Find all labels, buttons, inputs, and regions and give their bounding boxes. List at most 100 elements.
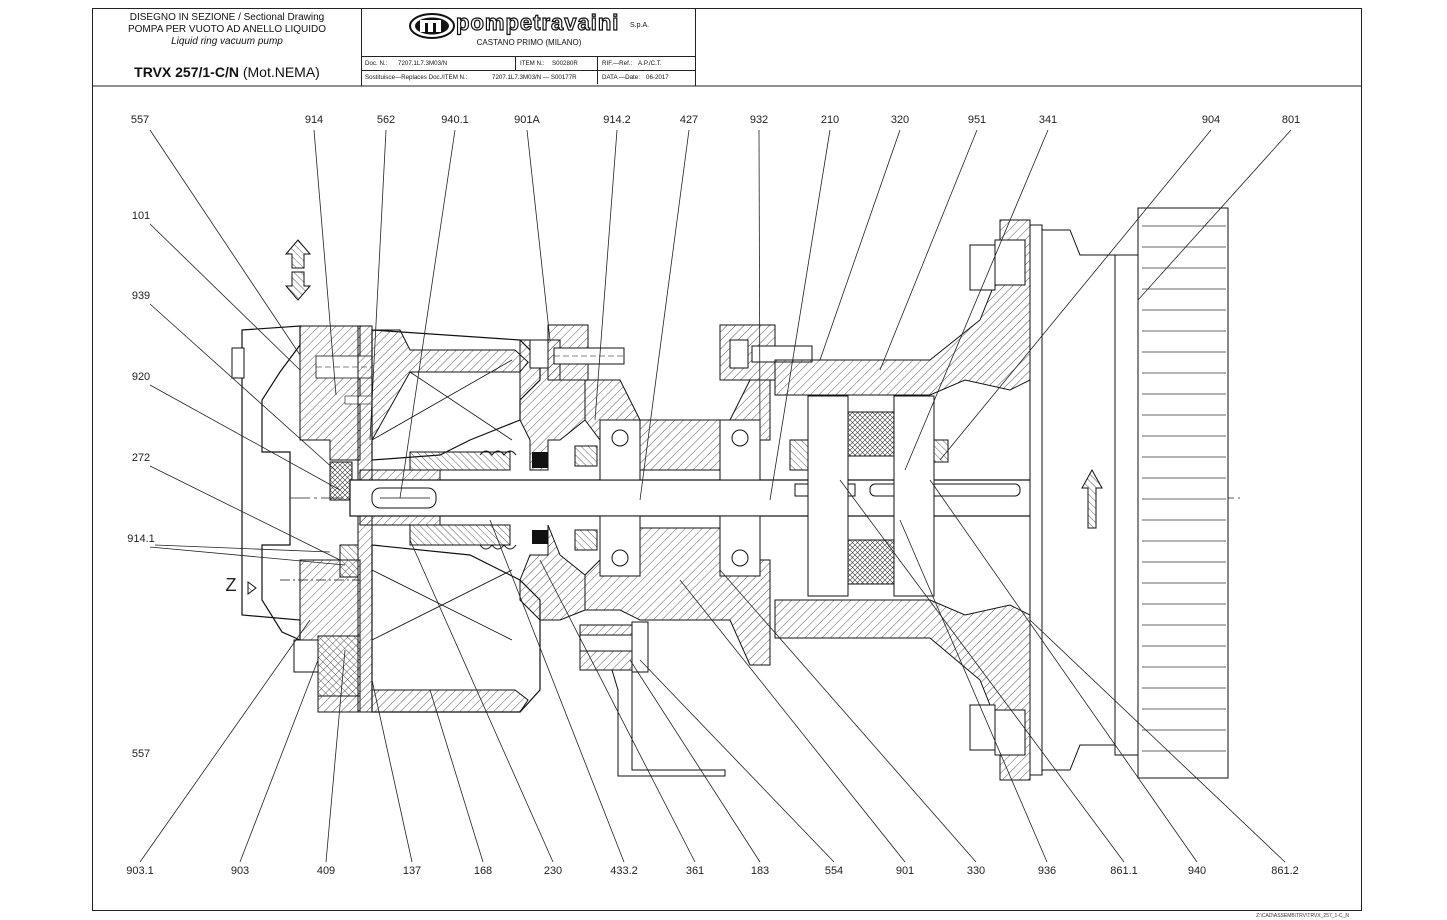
leader-line [939, 129, 1212, 461]
motor [1029, 207, 1229, 779]
leader-line [149, 546, 346, 566]
leader-line [839, 479, 1125, 863]
leader-line [325, 649, 346, 863]
motor-adapter [774, 219, 1031, 781]
callout-number: 861.2 [1271, 865, 1299, 877]
callout-number: 557 [131, 748, 151, 760]
callout-number: 903 [230, 865, 250, 877]
doc-label: Doc. N.: [365, 60, 388, 67]
motor-cooling-fins [1142, 225, 1226, 752]
leader-line [1029, 619, 1286, 863]
leader-line [819, 129, 901, 361]
callout-number: 427 [679, 114, 699, 126]
view-z-label: Z [225, 575, 237, 595]
leader-line [429, 689, 484, 863]
leader-line [149, 384, 341, 491]
callout-number: 914 [304, 114, 324, 126]
callout-number: 210 [820, 114, 840, 126]
item-value: S00280R [552, 60, 578, 67]
leader-line [371, 679, 413, 863]
callout-number: 230 [543, 865, 563, 877]
leader-line [139, 619, 311, 863]
leader-line [526, 129, 551, 341]
leader-line [769, 129, 831, 501]
ref-label: RIF.—Ref.: [602, 60, 633, 67]
pump-type-english: Liquid ring vacuum pump [171, 36, 283, 47]
callout-number: 903.1 [126, 865, 154, 877]
date-label: DATA —Date: [602, 74, 640, 81]
leader-line [399, 129, 456, 499]
replaces-row: Sostituisce—Replaces Doc./ITEM N.: 7207.… [362, 70, 696, 85]
leader-line [409, 539, 554, 863]
callout-number: 137 [402, 865, 422, 877]
leader-line [629, 659, 761, 863]
callout-number: 951 [967, 114, 987, 126]
callout-number: 914.1 [127, 533, 155, 545]
leader-line [904, 129, 1049, 471]
callout-number: 341 [1038, 114, 1058, 126]
callout-number: 936 [1037, 865, 1057, 877]
leader-line [594, 129, 618, 421]
drawing-sheet-border [92, 8, 1362, 911]
leader-line [489, 519, 625, 863]
title-block-company: pompetravaini S.p.A. CASTANO PRIMO (MILA… [362, 8, 696, 86]
callout-number: 433.2 [610, 865, 638, 877]
footer-file-path: Z:\CAD\ASSEMB\TRV\TRVX_257_1-C_N [1256, 913, 1349, 919]
callout-number: 904 [1201, 114, 1221, 126]
grid-divider [597, 56, 598, 84]
callout-number: 554 [824, 865, 844, 877]
replaces-value: 7207.1L7.3M03/N — S00177R [492, 74, 577, 81]
replaces-label: Sostituisce—Replaces Doc./ITEM N.: [365, 74, 468, 81]
callout-number: 801 [1281, 114, 1301, 126]
leader-line [149, 223, 301, 371]
title-block: DISEGNO IN SEZIONE / Sectional Drawing P… [92, 8, 696, 86]
leader-line [639, 659, 835, 863]
callout-leaders [139, 129, 1292, 863]
shaft [349, 479, 1041, 517]
leader-line [1137, 129, 1292, 301]
pump-head [231, 325, 407, 713]
callout-number: 940.1 [441, 114, 469, 126]
callout-number: 939 [131, 290, 151, 302]
brand-name: pompetravaini [455, 9, 620, 35]
drawing-type: DISEGNO IN SEZIONE / Sectional Drawing [129, 12, 325, 23]
callout-number: 932 [749, 114, 769, 126]
brand-suffix: S.p.A. [630, 22, 650, 29]
leader-line [639, 129, 690, 501]
pump-type-italian: POMPA PER VUOTO AD ANELLO LIQUIDO [127, 24, 327, 35]
leader-line [239, 659, 319, 863]
company-city: CASTANO PRIMO (MILANO) [476, 38, 582, 47]
callout-number: 557 [130, 114, 150, 126]
callout-number: 901 [895, 865, 915, 877]
callout-number: 183 [750, 865, 770, 877]
callout-number: 920 [131, 371, 151, 383]
callout-number: 101 [131, 210, 151, 222]
model-code: TRVX 257/1-C/N [134, 64, 239, 80]
item-label: ITEM N.: [520, 60, 545, 67]
bearing-housing [579, 324, 813, 777]
callout-number: 168 [473, 865, 493, 877]
company-logo [409, 13, 455, 39]
grid-divider [515, 56, 516, 70]
flow-direction-arrows [247, 239, 1103, 595]
callout-number: 940 [1187, 865, 1207, 877]
callout-number: 409 [316, 865, 336, 877]
ref-value: A.P./C.T. [638, 60, 662, 67]
pump-casing [359, 329, 541, 713]
model-suffix: (Mot.NEMA) [242, 64, 320, 80]
leader-line [539, 559, 696, 863]
callout-number: 914.2 [603, 114, 631, 126]
leader-line [369, 129, 387, 441]
seal-housing [519, 324, 625, 621]
date-value: 06-2017 [646, 74, 669, 81]
leader-line [679, 579, 906, 863]
leader-line [929, 479, 1198, 863]
leader-line [313, 129, 337, 396]
leader-line [719, 569, 977, 863]
callout-number: 901A [514, 114, 540, 126]
callout-number: 320 [890, 114, 910, 126]
leader-line [879, 129, 978, 371]
leader-line [758, 129, 761, 441]
callout-number: 330 [966, 865, 986, 877]
